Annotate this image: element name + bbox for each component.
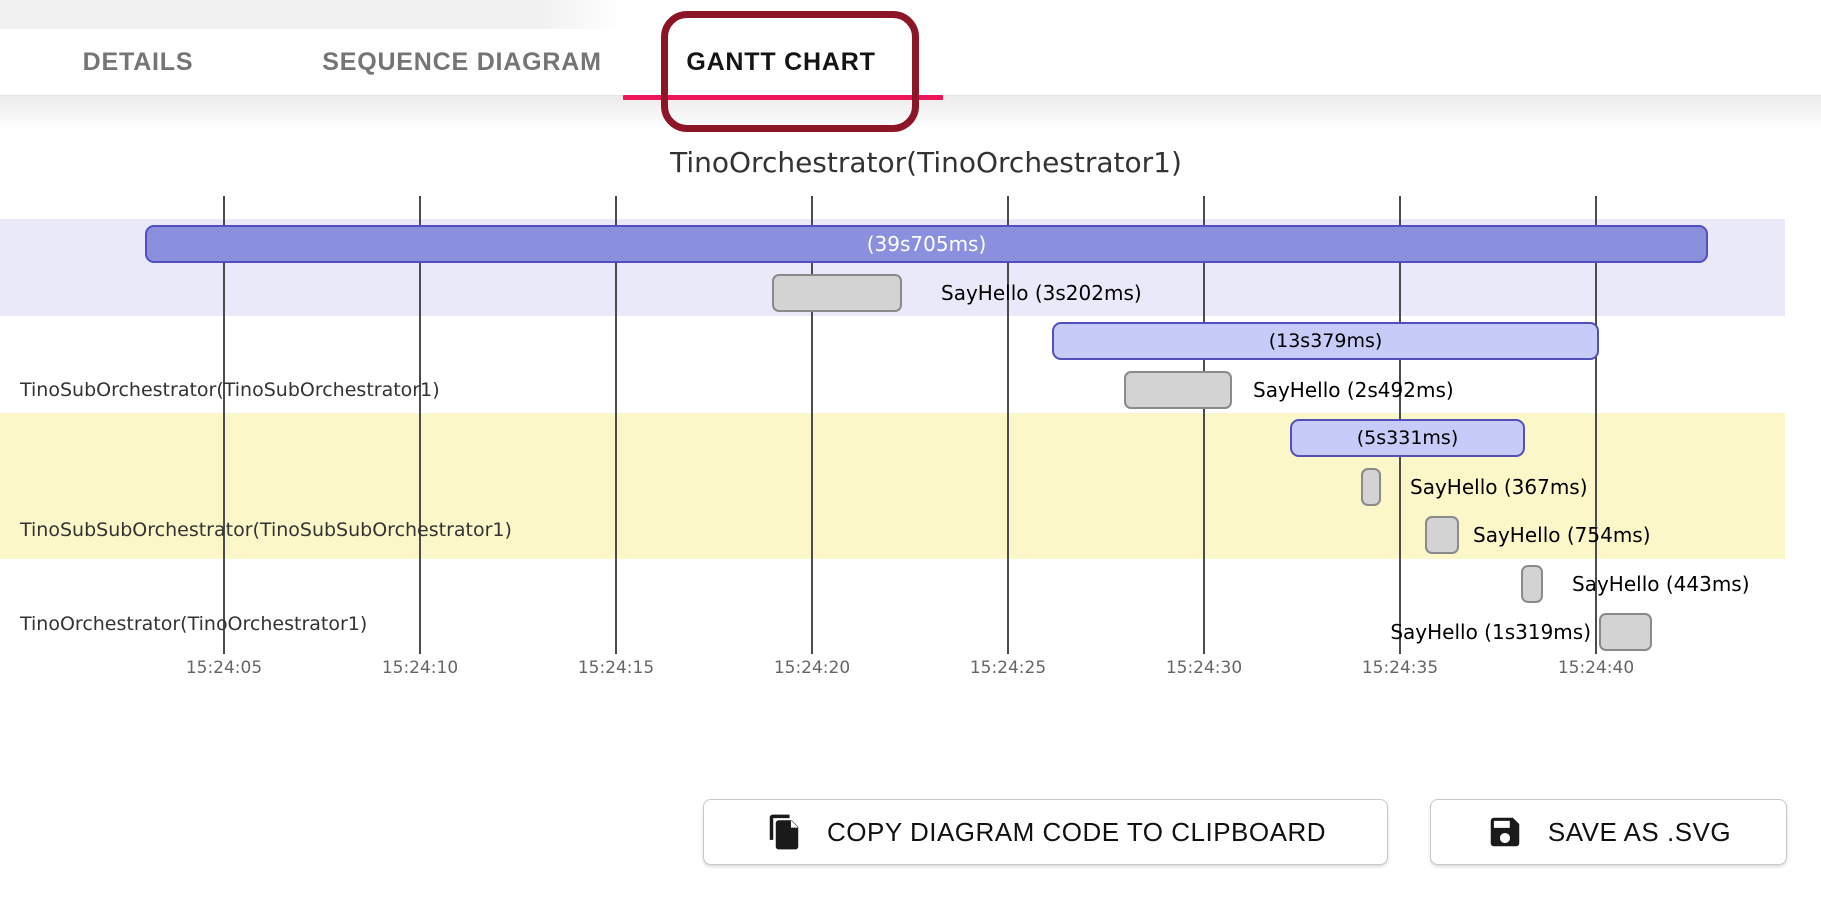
axis-tick-label: 15:24:35 — [1361, 658, 1439, 678]
axis-tick-label: 15:24:10 — [381, 658, 459, 678]
axis-tick-label: 15:24:25 — [969, 658, 1047, 678]
active-tab-underline — [623, 95, 943, 100]
axis-tick-label: 15:24:40 — [1557, 658, 1635, 678]
axis-tick-label: 15:24:05 — [185, 658, 263, 678]
axis-tick-label: 15:24:30 — [1165, 658, 1243, 678]
task-bar — [1124, 370, 1232, 409]
axis-tick-label: 15:24:15 — [577, 658, 655, 678]
gantt-chart: TinoOrchestrator(TinoOrchestrator1) 15:2… — [0, 146, 1785, 678]
task-label: SayHello (443ms) — [1572, 571, 1750, 596]
task-bar — [1521, 564, 1543, 603]
save-as-svg-label: SAVE AS .SVG — [1547, 816, 1732, 847]
task-bar: (39s705ms) — [145, 225, 1708, 263]
save-as-svg-button[interactable]: SAVE AS .SVG — [1430, 799, 1787, 865]
grid-line — [615, 196, 617, 654]
copy-diagram-code-label: COPY DIAGRAM CODE TO CLIPBOARD — [827, 816, 1326, 847]
task-bar: (13s379ms) — [1052, 322, 1599, 360]
tab-sequence-diagram[interactable]: SEQUENCE DIAGRAM — [322, 47, 602, 76]
grid-line — [811, 196, 813, 654]
tab-bar — [0, 29, 1821, 96]
section-label-0: TinoSubOrchestrator(TinoSubOrchestrator1… — [20, 379, 440, 401]
grid-line — [223, 196, 225, 654]
task-label: SayHello (1s319ms) — [1390, 620, 1591, 644]
task-bar — [1425, 516, 1459, 554]
task-label: SayHello (367ms) — [1410, 474, 1588, 499]
grid-line — [1203, 196, 1205, 654]
annotation-circle — [661, 11, 919, 132]
grid-line — [1007, 196, 1009, 654]
task-bar — [1361, 467, 1381, 506]
grid-line — [419, 196, 421, 654]
task-label: SayHello (2s492ms) — [1253, 377, 1454, 402]
grid-line — [1595, 196, 1597, 654]
task-bar: (5s331ms) — [1290, 419, 1525, 457]
task-bar — [772, 273, 902, 312]
task-bar — [1599, 613, 1652, 651]
section-label-2: TinoOrchestrator(TinoOrchestrator1) — [20, 613, 368, 635]
copy-diagram-code-button[interactable]: COPY DIAGRAM CODE TO CLIPBOARD — [703, 799, 1388, 865]
tab-gantt-chart[interactable]: GANTT CHART — [686, 47, 876, 76]
section-label-1: TinoSubSubOrchestrator(TinoSubSubOrchest… — [20, 519, 512, 541]
task-label: SayHello (754ms) — [1473, 523, 1651, 547]
save-icon — [1490, 817, 1520, 847]
tab-details[interactable]: DETAILS — [82, 47, 194, 76]
gantt-title: TinoOrchestrator(TinoOrchestrator1) — [670, 146, 1182, 179]
copy-icon — [769, 814, 799, 850]
task-label: SayHello (3s202ms) — [941, 280, 1142, 305]
axis-tick-label: 15:24:20 — [773, 658, 851, 678]
top-strip — [0, 0, 620, 29]
